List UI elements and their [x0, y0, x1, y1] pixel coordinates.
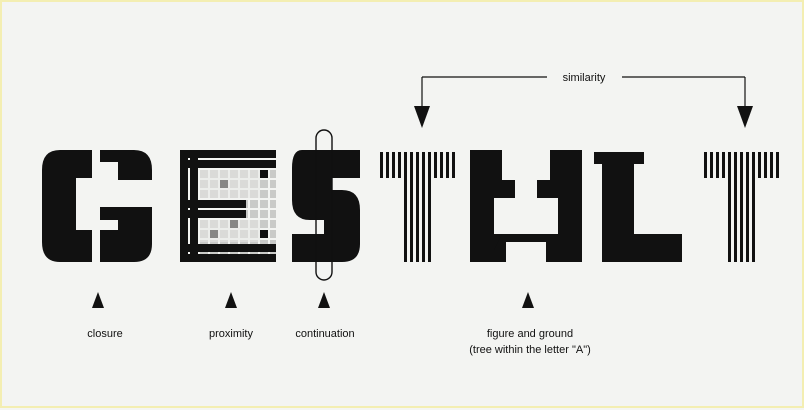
letter-s-continuation — [292, 130, 360, 280]
figure-ground-arrow — [522, 292, 534, 308]
continuation-label: continuation — [295, 328, 354, 340]
proximity-label: proximity — [209, 328, 254, 340]
letter-a-figure-ground — [470, 150, 582, 262]
figure-ground-sublabel: (tree within the letter "A") — [469, 344, 591, 356]
closure-arrow — [92, 292, 104, 308]
continuation-arrow — [318, 292, 330, 308]
proximity-arrow — [225, 292, 237, 308]
similarity-label: similarity — [563, 72, 606, 84]
figure-ground-label: figure and ground — [487, 328, 573, 340]
letter-l-similarity — [594, 152, 682, 262]
letter-e-proximity — [180, 150, 276, 262]
letter-t2-similarity — [702, 152, 782, 262]
pointer-arrows — [92, 292, 534, 308]
similarity-bracket — [414, 77, 753, 128]
letter-g-closure — [42, 150, 152, 262]
closure-label: closure — [87, 328, 122, 340]
letter-t-similarity — [378, 152, 458, 262]
